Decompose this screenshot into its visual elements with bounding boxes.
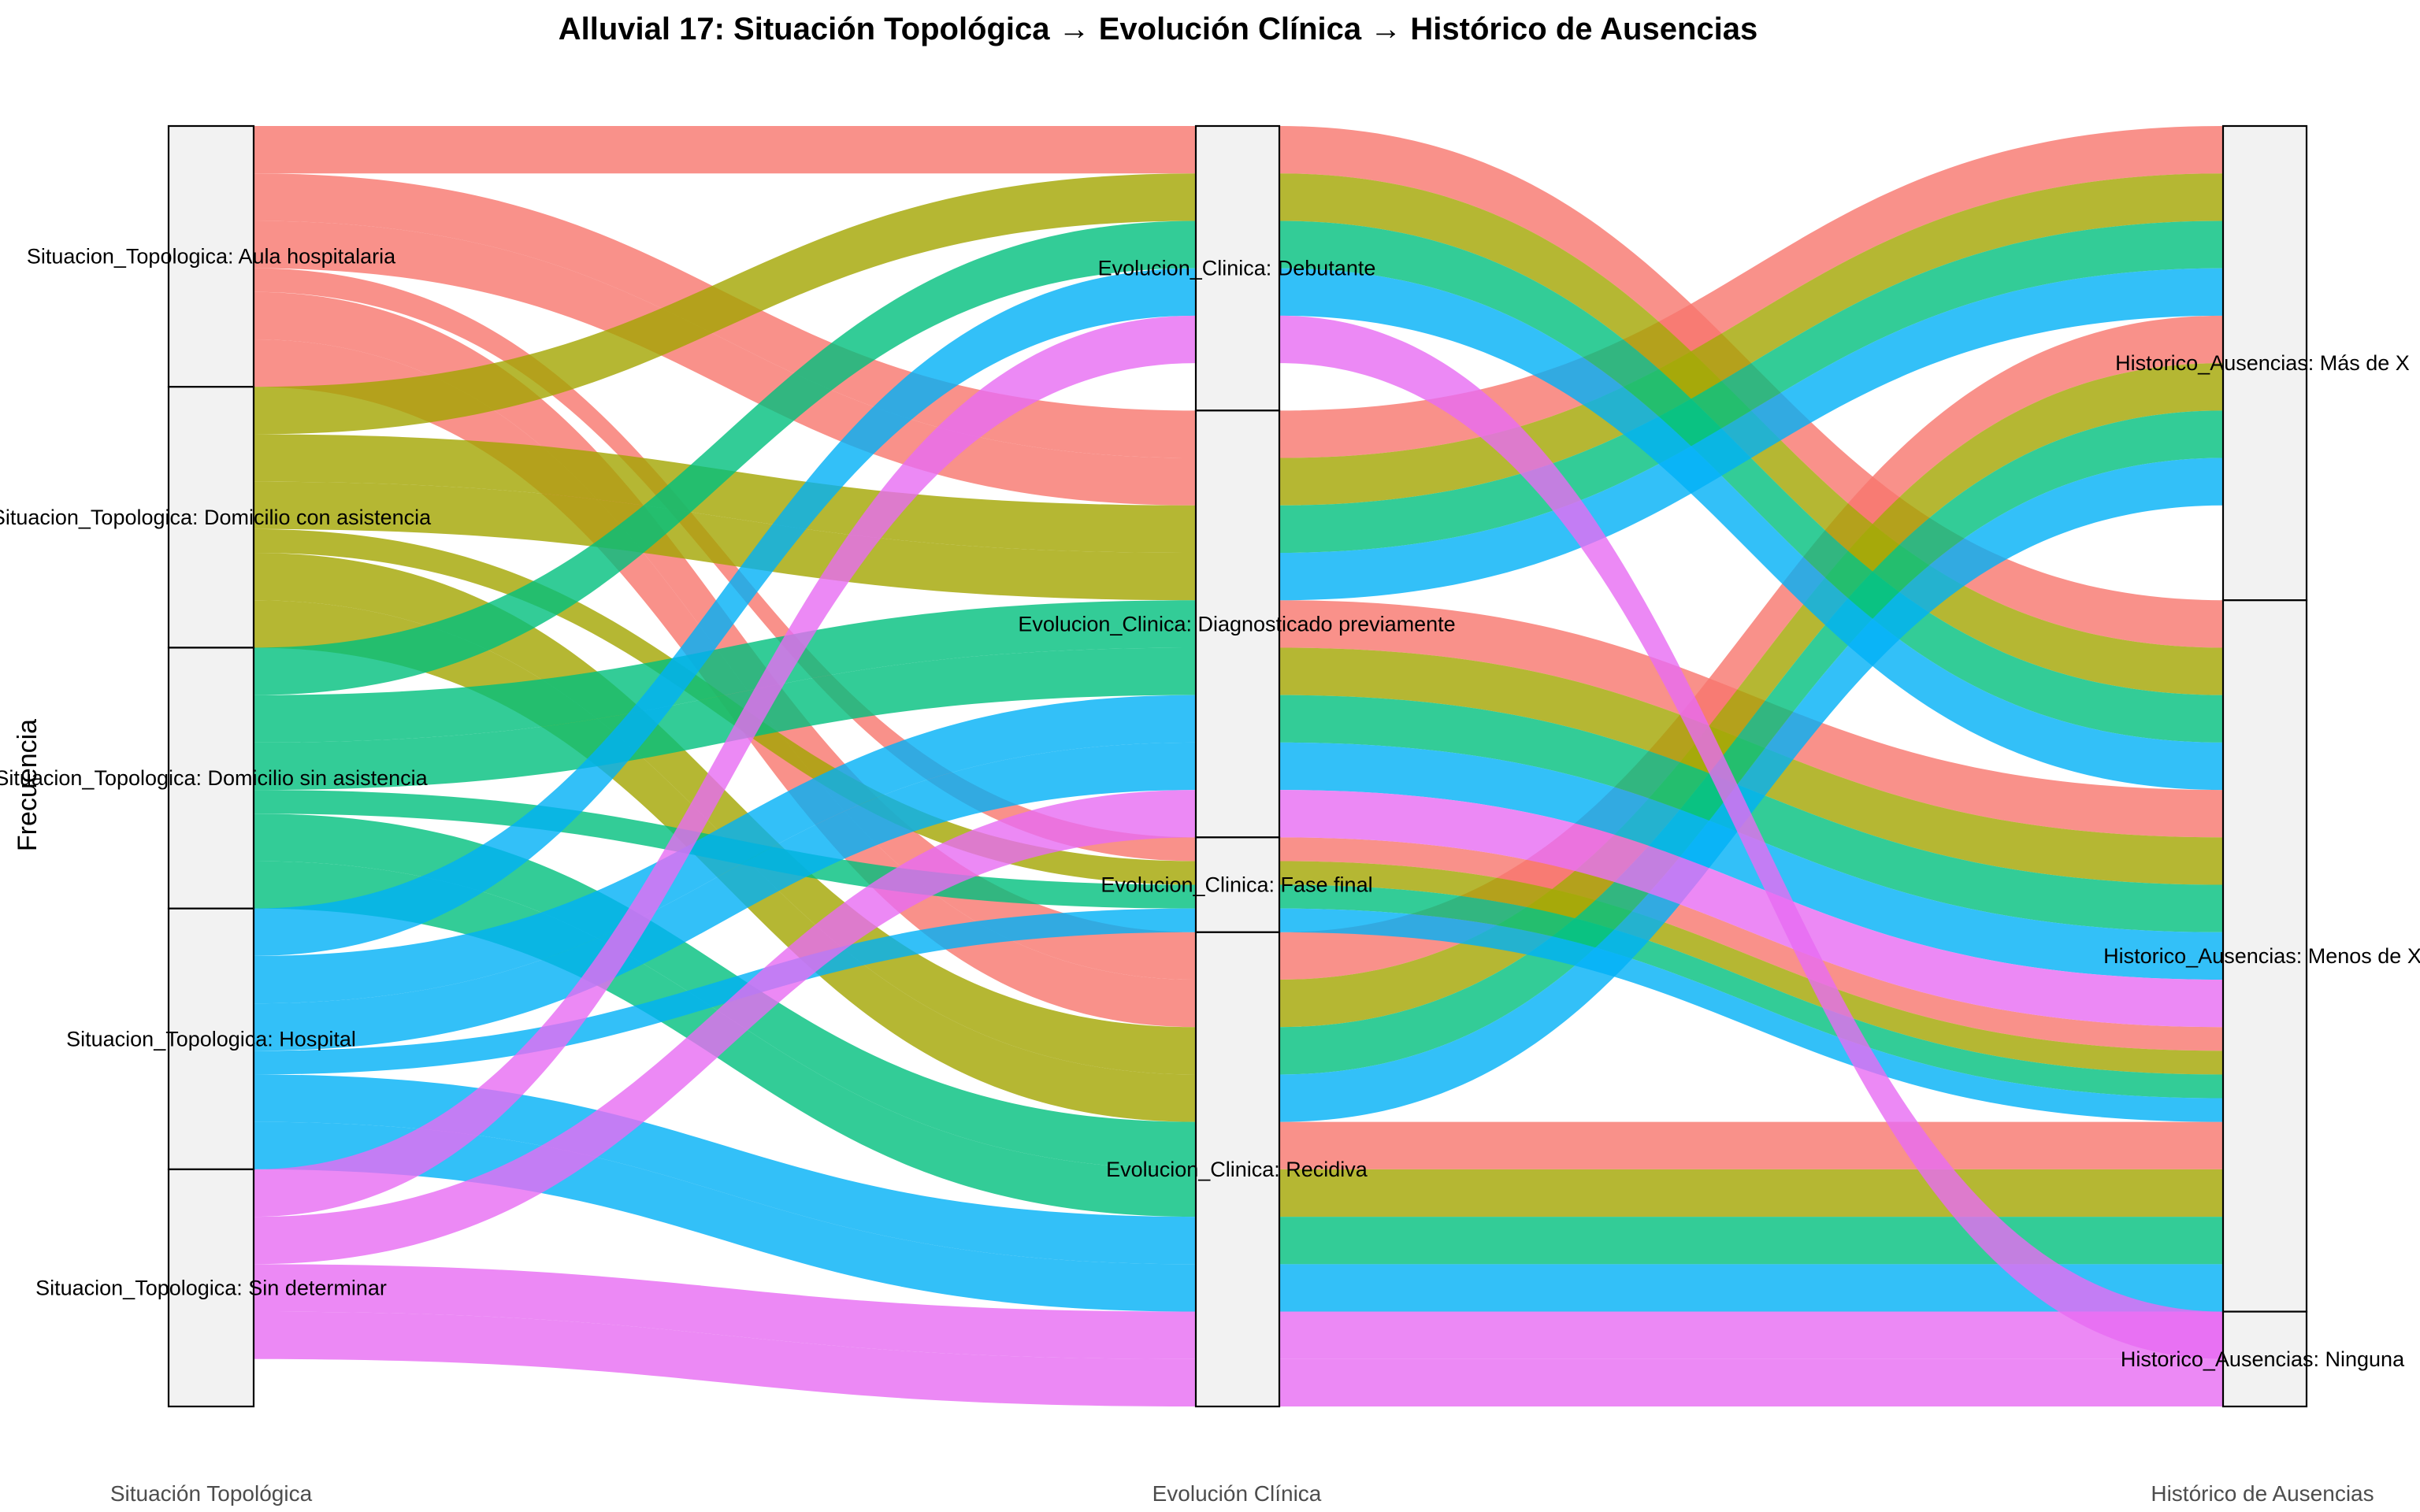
flow-ribbon-domicilio-con-asistencia-recidiva-mas-de-x-gap2	[1279, 363, 2223, 1028]
flow-ribbon-hospital-debutante-menos-de-x-gap2	[1279, 268, 2223, 791]
flow-ribbon-domicilio-sin-asistencia-fase-final-menos-de-x-gap2	[1279, 884, 2223, 1099]
flow-ribbon-aula-hospitalaria-fase-final-menos-de-x-gap2	[1279, 837, 2223, 1051]
flow-ribbon-hospital-fase-final-menos-de-x-gap2	[1279, 908, 2223, 1122]
flow-ribbon-hospital-recidiva-mas-de-x-gap2	[1279, 458, 2223, 1122]
flow-ribbon-hospital-diagnosticado-previamente-mas-de-x-gap1	[254, 695, 1196, 1004]
flow-ribbon-sin-determinar-recidiva-ninguna-gap1	[254, 1311, 1196, 1406]
stratum-historico-ausencias-ninguna	[2221, 1310, 2308, 1408]
stratum-label-evolucion-clinica-diagnosticado-previamente: Evolucion_Clinica: Diagnosticado previam…	[1018, 612, 1455, 636]
stratum-situacion-topologica-aula-hospitalaria	[167, 124, 255, 388]
stratum-label-situacion-topologica-hospital: Situacion_Topologica: Hospital	[66, 1027, 356, 1051]
flow-ribbon-domicilio-sin-asistencia-diagnosticado-previamente-menos-de-x-gap1	[254, 647, 1196, 791]
flow-ribbon-aula-hospitalaria-recidiva-menos-de-x-gap2	[1279, 1121, 2223, 1169]
x-axis-label-historico: Histórico de Ausencias	[2151, 1481, 2374, 1506]
stratum-label-situacion-topologica-domicilio-con-asistencia: Situacion_Topologica: Domicilio con asis…	[0, 506, 432, 529]
flow-ribbon-domicilio-sin-asistencia-debutante-menos-de-x-gap2	[1279, 220, 2223, 743]
flow-ribbon-hospital-diagnosticado-previamente-menos-de-x-gap1	[254, 742, 1196, 1051]
flow-ribbon-domicilio-con-asistencia-diagnosticado-previamente-mas-de-x-gap1	[254, 434, 1196, 553]
strata-layer: Situacion_Topologica: Aula hospitalariaS…	[0, 124, 2420, 1408]
flow-ribbon-hospital-recidiva-menos-de-x-gap1	[254, 1121, 1196, 1312]
flow-ribbon-sin-determinar-diagnosticado-previamente-menos-de-x-gap1	[254, 790, 1196, 1265]
flow-ribbon-domicilio-sin-asistencia-recidiva-mas-de-x-gap2	[1279, 410, 2223, 1075]
stratum-situacion-topologica-sin-determinar	[167, 1168, 255, 1408]
stratum-situacion-topologica-domicilio-con-asistencia	[167, 386, 255, 649]
flow-ribbon-hospital-fase-final-menos-de-x-gap1	[254, 908, 1196, 1075]
stratum-label-historico-ausencias-mas-de-x: Historico_Ausencias: Más de X	[2115, 351, 2410, 375]
stratum-label-historico-ausencias-ninguna: Historico_Ausencias: Ninguna	[2121, 1347, 2405, 1371]
stratum-label-situacion-topologica-sin-determinar: Situacion_Topologica: Sin determinar	[35, 1276, 387, 1299]
flow-ribbon-aula-hospitalaria-diagnosticado-previamente-mas-de-x-gap2	[1279, 126, 2223, 458]
flow-ribbon-domicilio-con-asistencia-recidiva-mas-de-x-gap1	[254, 553, 1196, 1075]
flow-ribbon-domicilio-sin-asistencia-recidiva-menos-de-x-gap2	[1279, 1217, 2223, 1265]
x-axis-label-evolucion: Evolución Clínica	[1152, 1481, 1322, 1506]
stratum-situacion-topologica-hospital	[167, 907, 255, 1170]
flow-ribbon-sin-determinar-recidiva-menos-de-x-gap1	[254, 1264, 1196, 1359]
stratum-evolucion-clinica-debutante	[1194, 124, 1281, 412]
flow-ribbon-sin-determinar-debutante-ninguna-gap2	[1279, 315, 2223, 1359]
flow-ribbon-domicilio-con-asistencia-recidiva-menos-de-x-gap2	[1279, 1169, 2223, 1217]
flow-ribbon-hospital-recidiva-menos-de-x-gap2	[1279, 1264, 2223, 1312]
stratum-label-evolucion-clinica-fase-final: Evolucion_Clinica: Fase final	[1101, 873, 1372, 897]
y-axis-label: Frecuencia	[13, 719, 43, 851]
x-axis-label-situacion: Situación Topológica	[110, 1481, 313, 1506]
flow-ribbon-sin-determinar-diagnosticado-previamente-menos-de-x-gap2	[1279, 790, 2223, 1028]
flow-ribbon-domicilio-con-asistencia-debutante-menos-de-x-gap1	[254, 173, 1196, 435]
flow-ribbon-domicilio-con-asistencia-diagnosticado-previamente-menos-de-x-gap1	[254, 481, 1196, 601]
stratum-label-situacion-topologica-domicilio-sin-asistencia: Situacion_Topologica: Domicilio sin asis…	[0, 766, 429, 790]
flow-layer	[254, 126, 2223, 1406]
flow-ribbon-sin-determinar-debutante-ninguna-gap1	[254, 315, 1196, 1217]
flow-ribbon-aula-hospitalaria-recidiva-mas-de-x-gap1	[254, 291, 1196, 980]
stratum-label-evolucion-clinica-recidiva: Evolucion_Clinica: Recidiva	[1106, 1158, 1368, 1181]
flow-ribbon-aula-hospitalaria-debutante-menos-de-x-gap1	[254, 126, 1196, 174]
flow-ribbon-domicilio-sin-asistencia-diagnosticado-previamente-mas-de-x-gap2	[1279, 220, 2223, 553]
flow-ribbon-hospital-diagnosticado-previamente-mas-de-x-gap2	[1279, 268, 2223, 601]
flow-ribbon-sin-determinar-recidiva-menos-de-x-gap2	[1279, 1311, 2223, 1359]
stratum-historico-ausencias-menos-de-x	[2221, 599, 2308, 1313]
flow-ribbon-domicilio-con-asistencia-fase-final-menos-de-x-gap2	[1279, 861, 2223, 1075]
flow-ribbon-domicilio-sin-asistencia-debutante-menos-de-x-gap1	[254, 220, 1196, 695]
flow-ribbon-aula-hospitalaria-recidiva-mas-de-x-gap2	[1279, 315, 2223, 980]
flow-ribbon-domicilio-sin-asistencia-diagnosticado-previamente-mas-de-x-gap1	[254, 600, 1196, 743]
flow-ribbon-domicilio-con-asistencia-diagnosticado-previamente-mas-de-x-gap2	[1279, 173, 2223, 506]
chart-title: Alluvial 17: Situación Topológica → Evol…	[559, 12, 1758, 46]
stratum-label-historico-ausencias-menos-de-x: Historico_Ausencias: Menos de X	[2103, 944, 2420, 968]
stratum-label-evolucion-clinica-debutante: Evolucion_Clinica: Debutante	[1098, 257, 1376, 280]
flow-ribbon-sin-determinar-recidiva-ninguna-gap2	[1279, 1358, 2223, 1406]
flow-ribbon-hospital-debutante-menos-de-x-gap1	[254, 268, 1196, 956]
stratum-evolucion-clinica-recidiva	[1194, 931, 1281, 1408]
stratum-label-situacion-topologica-aula-hospitalaria: Situacion_Topologica: Aula hospitalaria	[27, 245, 396, 269]
stratum-situacion-topologica-domicilio-sin-asistencia	[167, 647, 255, 910]
